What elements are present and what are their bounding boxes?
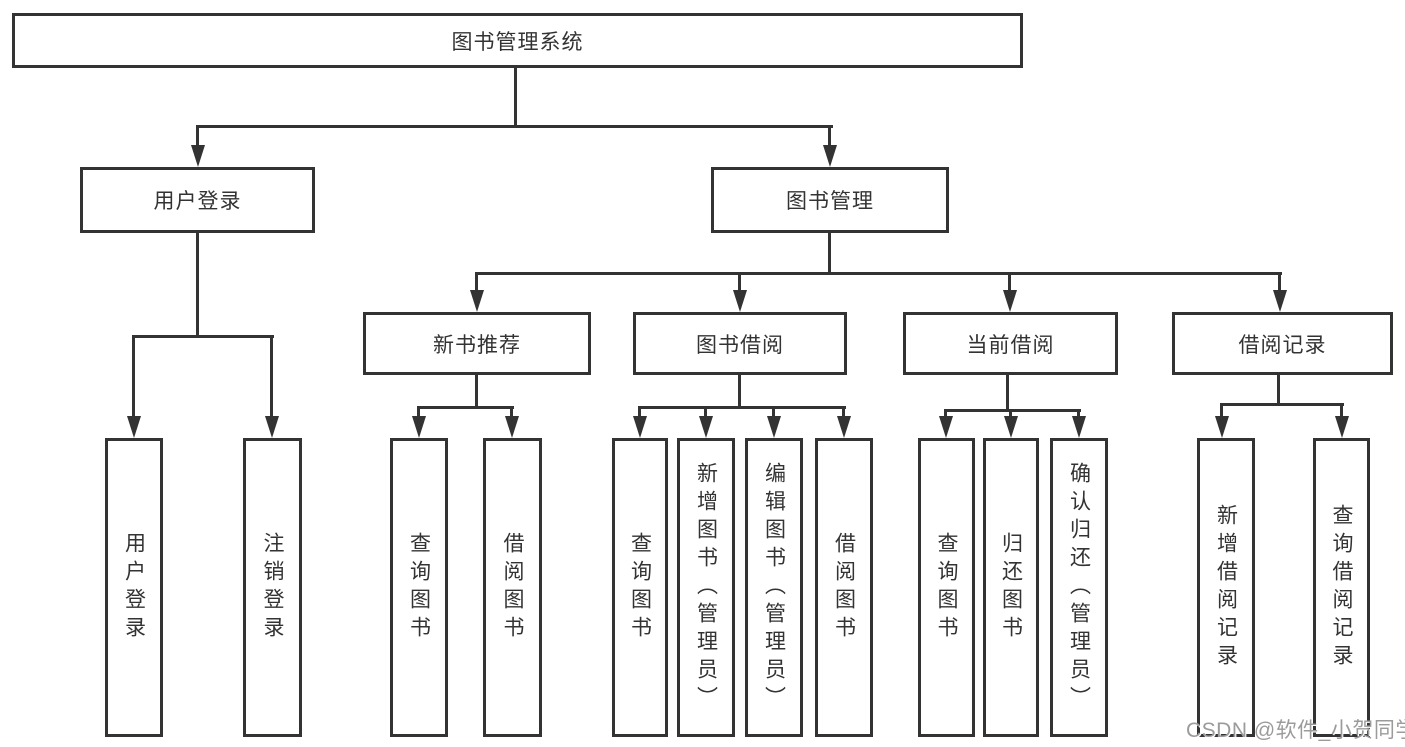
arrow-down-icon <box>1215 416 1229 438</box>
node-label: 查询图书 <box>935 531 958 644</box>
connector-line <box>828 233 831 275</box>
node-label: 借阅记录 <box>1238 333 1327 357</box>
connector-line <box>475 375 478 409</box>
connector-line <box>475 272 478 292</box>
node-label: 新增借阅记录 <box>1214 503 1238 672</box>
arrow-down-icon <box>127 416 141 438</box>
arrow-down-icon <box>1335 416 1349 438</box>
node-return-books: 归还图书 <box>983 438 1039 737</box>
node-query-books-borrowing: 查询图书 <box>612 438 668 737</box>
arrow-down-icon <box>505 416 519 438</box>
arrow-down-icon <box>837 416 851 438</box>
arrow-down-icon <box>470 290 484 312</box>
node-root-label: 图书管理系统 <box>451 30 584 54</box>
connector-line <box>510 406 513 418</box>
connector-line <box>132 335 274 338</box>
connector-line <box>842 406 845 418</box>
arrow-down-icon <box>412 416 426 438</box>
connector-line <box>1006 375 1009 412</box>
connector-line <box>514 68 517 128</box>
node-confirm-return-admin: 确认归还（管理员） <box>1050 438 1108 737</box>
connector-line <box>772 406 775 418</box>
node-book-management: 图书管理 <box>711 167 949 233</box>
node-add-books-admin: 新增图书（管理员） <box>677 438 735 737</box>
node-edit-books-admin: 编辑图书（管理员） <box>745 438 803 737</box>
node-user-login-leaf: 用户登录 <box>105 438 163 737</box>
node-book-borrowing: 图书借阅 <box>633 312 847 375</box>
connector-line <box>1220 403 1344 406</box>
node-label: 新增图书（管理员） <box>694 461 718 714</box>
node-user-login-branch: 用户登录 <box>80 167 315 233</box>
connector-line <box>1340 403 1343 418</box>
node-label: 用户登录 <box>153 190 242 213</box>
arrow-down-icon <box>767 416 781 438</box>
node-label: 查询图书 <box>628 531 652 644</box>
node-label: 用户登录 <box>122 531 146 644</box>
node-label: 当前借阅 <box>966 333 1055 357</box>
connector-line <box>738 375 741 409</box>
connector-line <box>132 335 135 418</box>
connector-line <box>1077 409 1080 419</box>
connector-line <box>828 125 831 147</box>
arrow-down-icon <box>265 416 279 438</box>
arrow-down-icon <box>1273 290 1287 312</box>
connector-line <box>638 406 846 409</box>
arrow-down-icon <box>733 290 747 312</box>
node-label: 归还图书 <box>999 531 1023 644</box>
node-label: 查询图书 <box>407 531 431 644</box>
node-label: 注销登录 <box>261 531 284 644</box>
node-borrow-books-recommend: 借阅图书 <box>483 438 542 737</box>
arrow-down-icon <box>1003 290 1017 312</box>
arrow-down-icon <box>939 416 953 438</box>
node-root: 图书管理系统 <box>12 13 1023 68</box>
connector-line <box>196 125 199 147</box>
node-logout: 注销登录 <box>243 438 302 737</box>
connector-line <box>270 335 273 418</box>
node-label: 确认归还（管理员） <box>1067 461 1091 714</box>
connector-line <box>638 406 641 418</box>
node-current-borrowing: 当前借阅 <box>903 312 1118 375</box>
arrow-down-icon <box>1072 416 1086 438</box>
node-query-books-recommend: 查询图书 <box>390 438 448 737</box>
arrow-down-icon <box>633 416 647 438</box>
node-query-books-current: 查询图书 <box>918 438 975 737</box>
connector-line <box>704 406 707 418</box>
node-borrowing-records: 借阅记录 <box>1172 312 1393 375</box>
arrow-down-icon <box>699 416 713 438</box>
connector-line <box>417 406 514 409</box>
connector-line <box>1008 272 1011 292</box>
node-label: 借阅图书 <box>501 531 524 644</box>
connector-line <box>1009 409 1012 419</box>
connector-line <box>196 125 833 128</box>
node-new-book-recommendation: 新书推荐 <box>363 312 591 375</box>
connector-line <box>1220 403 1223 418</box>
connector-line <box>1277 375 1280 406</box>
node-label: 借阅图书 <box>832 531 856 644</box>
arrow-down-icon <box>191 145 205 167</box>
watermark: CSDN @软件_小贺同学 <box>1186 719 1405 742</box>
arrow-down-icon <box>823 145 837 167</box>
connector-line <box>944 409 947 419</box>
connector-line <box>738 272 741 292</box>
node-query-borrow-record: 查询借阅记录 <box>1313 438 1370 737</box>
connector-line <box>196 233 199 338</box>
connector-line <box>1278 272 1281 292</box>
node-label: 编辑图书（管理员） <box>762 461 786 714</box>
node-label: 图书管理 <box>786 190 874 213</box>
node-add-borrow-record: 新增借阅记录 <box>1197 438 1255 737</box>
node-label: 查询借阅记录 <box>1330 503 1353 672</box>
connector-line <box>944 409 1081 412</box>
node-label: 图书借阅 <box>696 333 784 357</box>
connector-line <box>475 272 1282 275</box>
node-label: 新书推荐 <box>433 333 521 357</box>
node-borrow-books-borrowing: 借阅图书 <box>815 438 873 737</box>
arrow-down-icon <box>1004 416 1018 438</box>
connector-line <box>417 406 420 418</box>
